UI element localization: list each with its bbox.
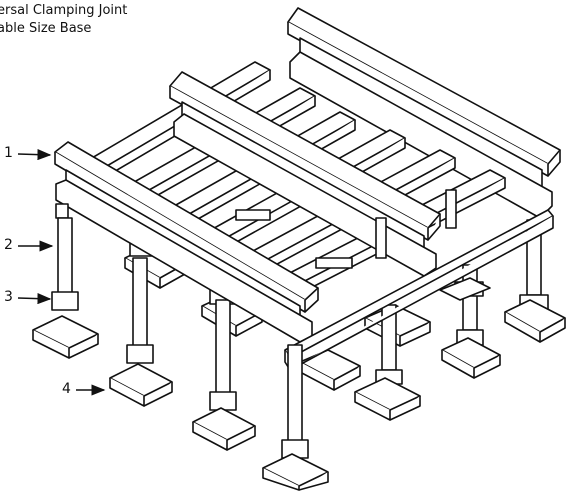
beam-front bbox=[54, 141, 319, 343]
post-mid-left bbox=[132, 257, 148, 349]
callout-label-3: 3 bbox=[4, 289, 13, 305]
callout-label-4: 4 bbox=[62, 381, 71, 397]
callout-label-1: 1 bbox=[4, 145, 13, 161]
beam-center bbox=[169, 71, 441, 277]
front-posts bbox=[32, 203, 329, 491]
legend-line-2: able Size Base bbox=[0, 21, 92, 36]
post-front-left bbox=[57, 217, 73, 297]
callout-arrow-3 bbox=[17, 293, 52, 305]
legend-line-1: ersal Clamping Joint bbox=[0, 3, 128, 18]
callout-arrow-1 bbox=[17, 149, 52, 161]
callout-arrows bbox=[17, 149, 106, 396]
beam-front-right bbox=[284, 209, 554, 371]
post-front-corner bbox=[287, 344, 303, 446]
post-mid-center bbox=[215, 299, 231, 396]
clamp-front-left bbox=[51, 291, 79, 311]
brackets bbox=[235, 189, 457, 269]
back-posts bbox=[354, 219, 566, 421]
callout-label-2: 2 bbox=[4, 237, 13, 253]
